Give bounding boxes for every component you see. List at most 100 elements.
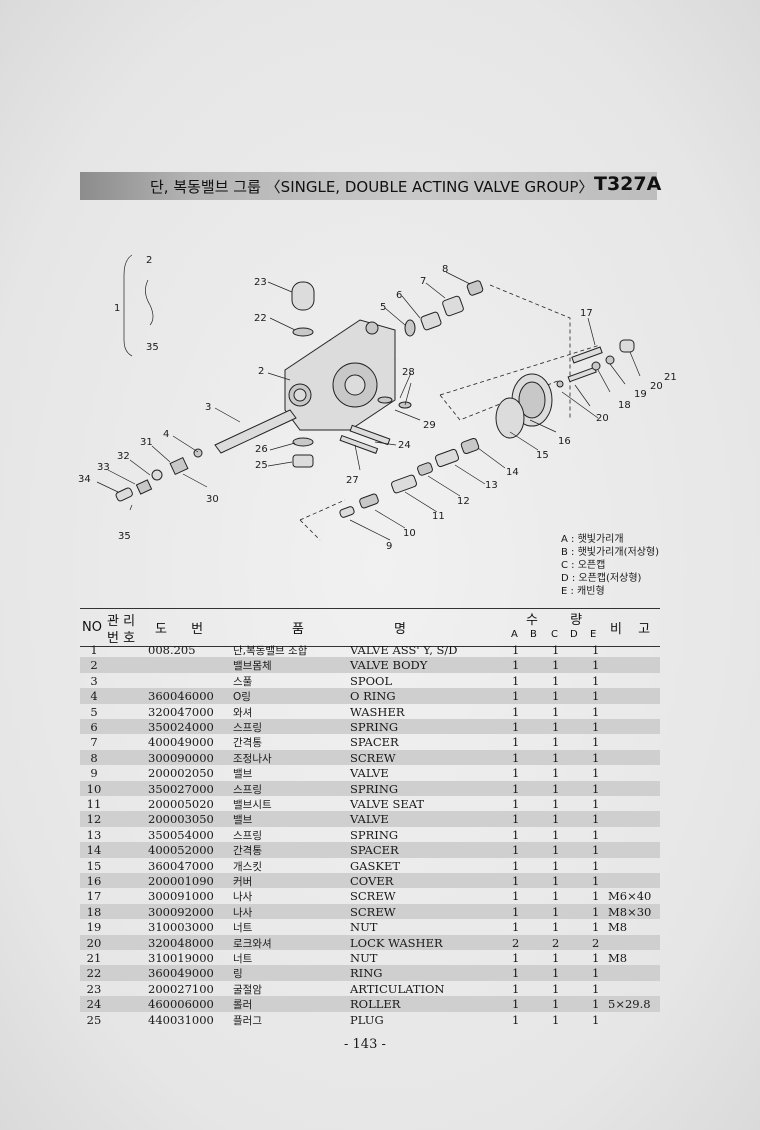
cell-en: NUT [350, 920, 378, 935]
cell-kr: 조정나사 [233, 752, 272, 765]
cell-drawing: 200002050 [148, 766, 214, 781]
cell-remark: M8×30 [608, 904, 652, 919]
cell-drawing: 320048000 [148, 935, 214, 950]
cell-no: 12 [86, 812, 102, 827]
model-legend: A : 햇빛가리개 B : 햇빛가리개(저상형) C : 오픈캡 D : 오픈캡… [561, 533, 659, 598]
header-qty-d: D [570, 629, 578, 640]
cell-drawing: 310019000 [148, 951, 214, 965]
cell-no: 21 [86, 951, 102, 965]
cell-kr: 커버 [233, 876, 253, 888]
cell-en: SPOOL [350, 673, 393, 688]
cell-e: 1 [592, 689, 600, 704]
cell-a: 1 [512, 658, 520, 673]
callout-32: 32 [117, 451, 130, 462]
cell-no: 6 [90, 720, 98, 734]
cell-en: VALVE ASS' Y, S/D [350, 643, 458, 657]
assembly-curve [145, 279, 154, 326]
callout-12: 12 [457, 496, 470, 507]
cell-en: RING [350, 966, 383, 981]
cell-en: LOCK WASHER [350, 935, 443, 950]
cell-en: WASHER [350, 704, 405, 719]
cell-c: 1 [552, 951, 560, 965]
assembly-lines [439, 284, 601, 421]
cell-c: 1 [552, 766, 560, 781]
cell-e: 2 [592, 935, 600, 950]
cell-kr: 스프링 [233, 722, 262, 734]
cell-a: 1 [512, 889, 520, 904]
cell-c: 1 [552, 981, 560, 996]
group-code: T327A [594, 173, 662, 195]
cell-no: 23 [86, 981, 102, 996]
cell-a: 1 [512, 781, 520, 796]
cell-a: 1 [512, 704, 520, 719]
cell-en: ROLLER [350, 997, 401, 1012]
cell-a: 1 [512, 1012, 520, 1027]
cell-en: SCREW [350, 750, 396, 765]
upper-valve-parts [404, 280, 484, 337]
lower-valve-parts [339, 437, 480, 518]
cell-kr: 스프링 [233, 783, 262, 796]
callout-15: 15 [536, 450, 549, 461]
cell-c: 1 [552, 643, 560, 657]
callout-24: 24 [398, 440, 411, 451]
cell-c: 2 [552, 935, 560, 950]
cell-drawing: 350054000 [148, 827, 214, 842]
callout-35: 35 [146, 342, 159, 353]
cell-no: 13 [86, 827, 102, 842]
callout-13: 13 [485, 480, 498, 491]
cell-drawing: 400049000 [148, 735, 214, 750]
cell-kr: 나사 [233, 906, 253, 919]
cell-kr: 롤러 [233, 999, 253, 1012]
cell-no: 18 [86, 904, 102, 919]
cell-drawing: 200001090 [148, 874, 214, 888]
cell-kr: 간격통 [233, 737, 262, 750]
cell-c: 1 [552, 735, 560, 750]
cell-a: 1 [512, 858, 520, 873]
screw-parts [556, 339, 635, 388]
cell-e: 1 [592, 920, 600, 935]
end-parts [115, 456, 189, 502]
cell-kr: 나사 [233, 891, 253, 904]
cell-kr: O링 [233, 691, 251, 704]
cell-kr: 밸브 [233, 768, 253, 781]
callout-23: 23 [254, 277, 267, 288]
cell-drawing: 350027000 [148, 781, 214, 796]
cell-kr: 플러그 [233, 1014, 262, 1027]
cell-remark: 5×29.8 [608, 997, 651, 1012]
callout-21: 21 [664, 372, 677, 383]
cell-c: 1 [552, 997, 560, 1012]
callout-4: 4 [163, 429, 170, 440]
cell-e: 1 [592, 643, 600, 657]
callout-25: 25 [255, 460, 268, 471]
callout-17: 17 [580, 308, 593, 319]
cell-e: 1 [592, 966, 600, 981]
cell-a: 1 [512, 981, 520, 996]
cell-en: VALVE [350, 766, 389, 781]
callout-2b: 2 [258, 366, 265, 377]
cell-e: 1 [592, 704, 600, 719]
cell-e: 1 [592, 812, 600, 827]
cell-drawing: 400052000 [148, 843, 214, 858]
cell-en: VALVE BODY [350, 658, 428, 673]
header-qty-a: A [511, 629, 518, 640]
callout-1: 1 [114, 303, 121, 314]
page-title: 단, 복동밸브 그룹 〈SINGLE, DOUBLE ACTING VALVE … [150, 178, 594, 196]
cell-e: 1 [592, 766, 600, 781]
header-name-left: 품 [292, 622, 304, 637]
cell-e: 1 [592, 951, 600, 965]
cell-e: 1 [592, 797, 600, 811]
callout-20b: 20 [596, 413, 609, 424]
page-number: - 143 - [344, 1037, 386, 1052]
cell-remark: M6×40 [608, 889, 652, 904]
cell-a: 1 [512, 966, 520, 981]
parts-table-header: NO 관 리 번 호 도 번 품 명 수 량 A B C D E 비 고 [80, 608, 660, 647]
cell-drawing: 360049000 [148, 966, 214, 981]
cell-a: 1 [512, 720, 520, 734]
callout-10: 10 [403, 528, 416, 539]
cell-no: 24 [86, 997, 102, 1012]
legend-item: B : 햇빛가리개(저상형) [561, 547, 659, 558]
